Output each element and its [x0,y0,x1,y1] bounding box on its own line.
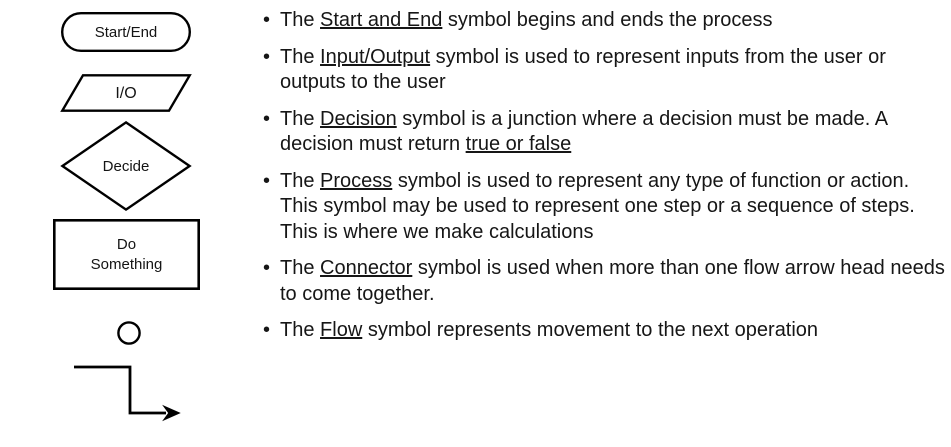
flow-symbol [72,358,187,422]
bullet-text-flow: The Flow symbol represents movement to t… [280,319,819,341]
input-output-symbol: I/O [60,74,192,112]
process-symbol: Do Something [52,218,200,291]
list-item: • The Process symbol is used to represen… [262,169,946,246]
bullet-marker: • [263,45,271,68]
list-item: • The Start and End symbol begins and en… [262,8,946,34]
list-item: • The Connector symbol is used when more… [262,256,946,307]
bullet-marker: • [263,107,271,130]
bullet-text-decision: The Decision symbol is a junction where … [280,107,887,156]
bullet-text-connector: The Connector symbol is used when more t… [280,257,945,305]
symbol-description-list: • The Start and End symbol begins and en… [262,8,946,344]
list-item: • The Flow symbol represents movement to… [262,318,946,344]
bullet-marker: • [263,319,271,341]
bullet-marker: • [263,257,271,279]
connector-symbol [116,320,142,346]
bullet-text-input-output: The Input/Output symbol is used to repre… [280,45,886,94]
list-item: • The Input/Output symbol is used to rep… [262,45,946,96]
start-end-symbol: Start/End [61,12,191,52]
bullet-text-process: The Process symbol is used to represent … [280,169,915,243]
list-item: • The Decision symbol is a junction wher… [262,107,946,158]
symbol-legend: Start/End I/O Decide Do Something [0,0,255,447]
decision-symbol: Decide [60,120,192,212]
bullet-marker: • [263,9,271,31]
bullet-text-start-end: The Start and End symbol begins and ends… [280,9,773,31]
bullet-marker: • [263,169,271,192]
